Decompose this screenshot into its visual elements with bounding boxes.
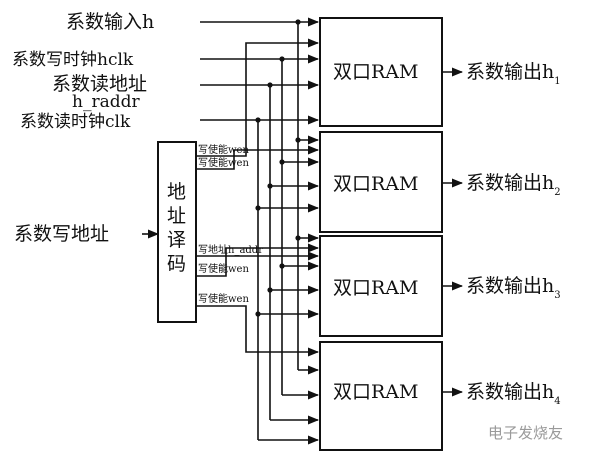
- junction-dot: [267, 82, 273, 88]
- output-prefix-2: 系数输出h: [466, 172, 554, 194]
- ram-label-4: 双口RAM: [333, 381, 418, 403]
- junction-dot: [255, 117, 261, 123]
- junction-dot: [255, 205, 261, 211]
- input-write-clock: 系数写时钟hclk: [12, 50, 134, 70]
- decoder-out-wen-4: 写使能wen: [198, 292, 249, 305]
- wire-wen-4: [196, 305, 320, 357]
- watermark: 电子发烧友: [488, 424, 563, 442]
- wire-wen-3: [196, 243, 320, 277]
- decoder-label-1: 地: [167, 181, 186, 203]
- output-sub-3: 3: [554, 290, 560, 301]
- decoder-out-h-addr: 写地址h_addr: [198, 243, 263, 256]
- output-prefix-4: 系数输出h: [466, 381, 554, 403]
- ram-label-3: 双口RAM: [333, 277, 418, 299]
- junction-dot: [279, 56, 285, 62]
- decoder-out-wen-1: 写使能wen: [198, 143, 249, 156]
- input-read-clock: 系数读时钟clk: [20, 112, 131, 132]
- junction-dot: [295, 19, 301, 25]
- input-coef: 系数输入h: [66, 11, 154, 33]
- ram-label-1: 双口RAM: [333, 61, 418, 83]
- address-decoder-box: [157, 141, 197, 323]
- output-prefix-1: 系数输出h: [466, 61, 554, 83]
- input-read-address: 系数读地址: [52, 73, 147, 95]
- decoder-label-3: 译: [167, 229, 186, 251]
- junction-dot: [279, 263, 285, 269]
- ram-block-2: [319, 131, 443, 233]
- ram-label-2: 双口RAM: [333, 173, 418, 195]
- decoder-label-2: 址: [167, 205, 186, 227]
- input-write-address: 系数写地址: [14, 223, 109, 245]
- junction-dot: [267, 183, 273, 189]
- output-prefix-3: 系数输出h: [466, 275, 554, 297]
- input-h-raddr: h_raddr: [72, 92, 140, 112]
- wire-wen-1: [196, 38, 320, 157]
- junction-dot: [295, 235, 301, 241]
- ram-block-4: [319, 341, 443, 451]
- output-sub-1: 1: [554, 76, 560, 87]
- output-label-1: 系数输出h1: [466, 61, 561, 87]
- junction-dot: [267, 287, 273, 293]
- output-label-2: 系数输出h2: [466, 172, 561, 198]
- decoder-label-4: 码: [167, 253, 186, 275]
- decoder-out-wen-3: 写使能wen: [198, 262, 249, 275]
- output-label-4: 系数输出h4: [466, 381, 561, 407]
- output-sub-4: 4: [554, 396, 560, 407]
- output-label-3: 系数输出h3: [466, 275, 561, 301]
- junction-dot: [295, 137, 301, 143]
- junction-dot: [279, 159, 285, 165]
- decoder-out-wen-2: 写使能wen: [198, 156, 249, 169]
- wire-wen-2: [196, 145, 320, 170]
- output-sub-2: 2: [554, 187, 560, 198]
- junction-dot: [255, 311, 261, 317]
- ram-block-1: [319, 17, 443, 127]
